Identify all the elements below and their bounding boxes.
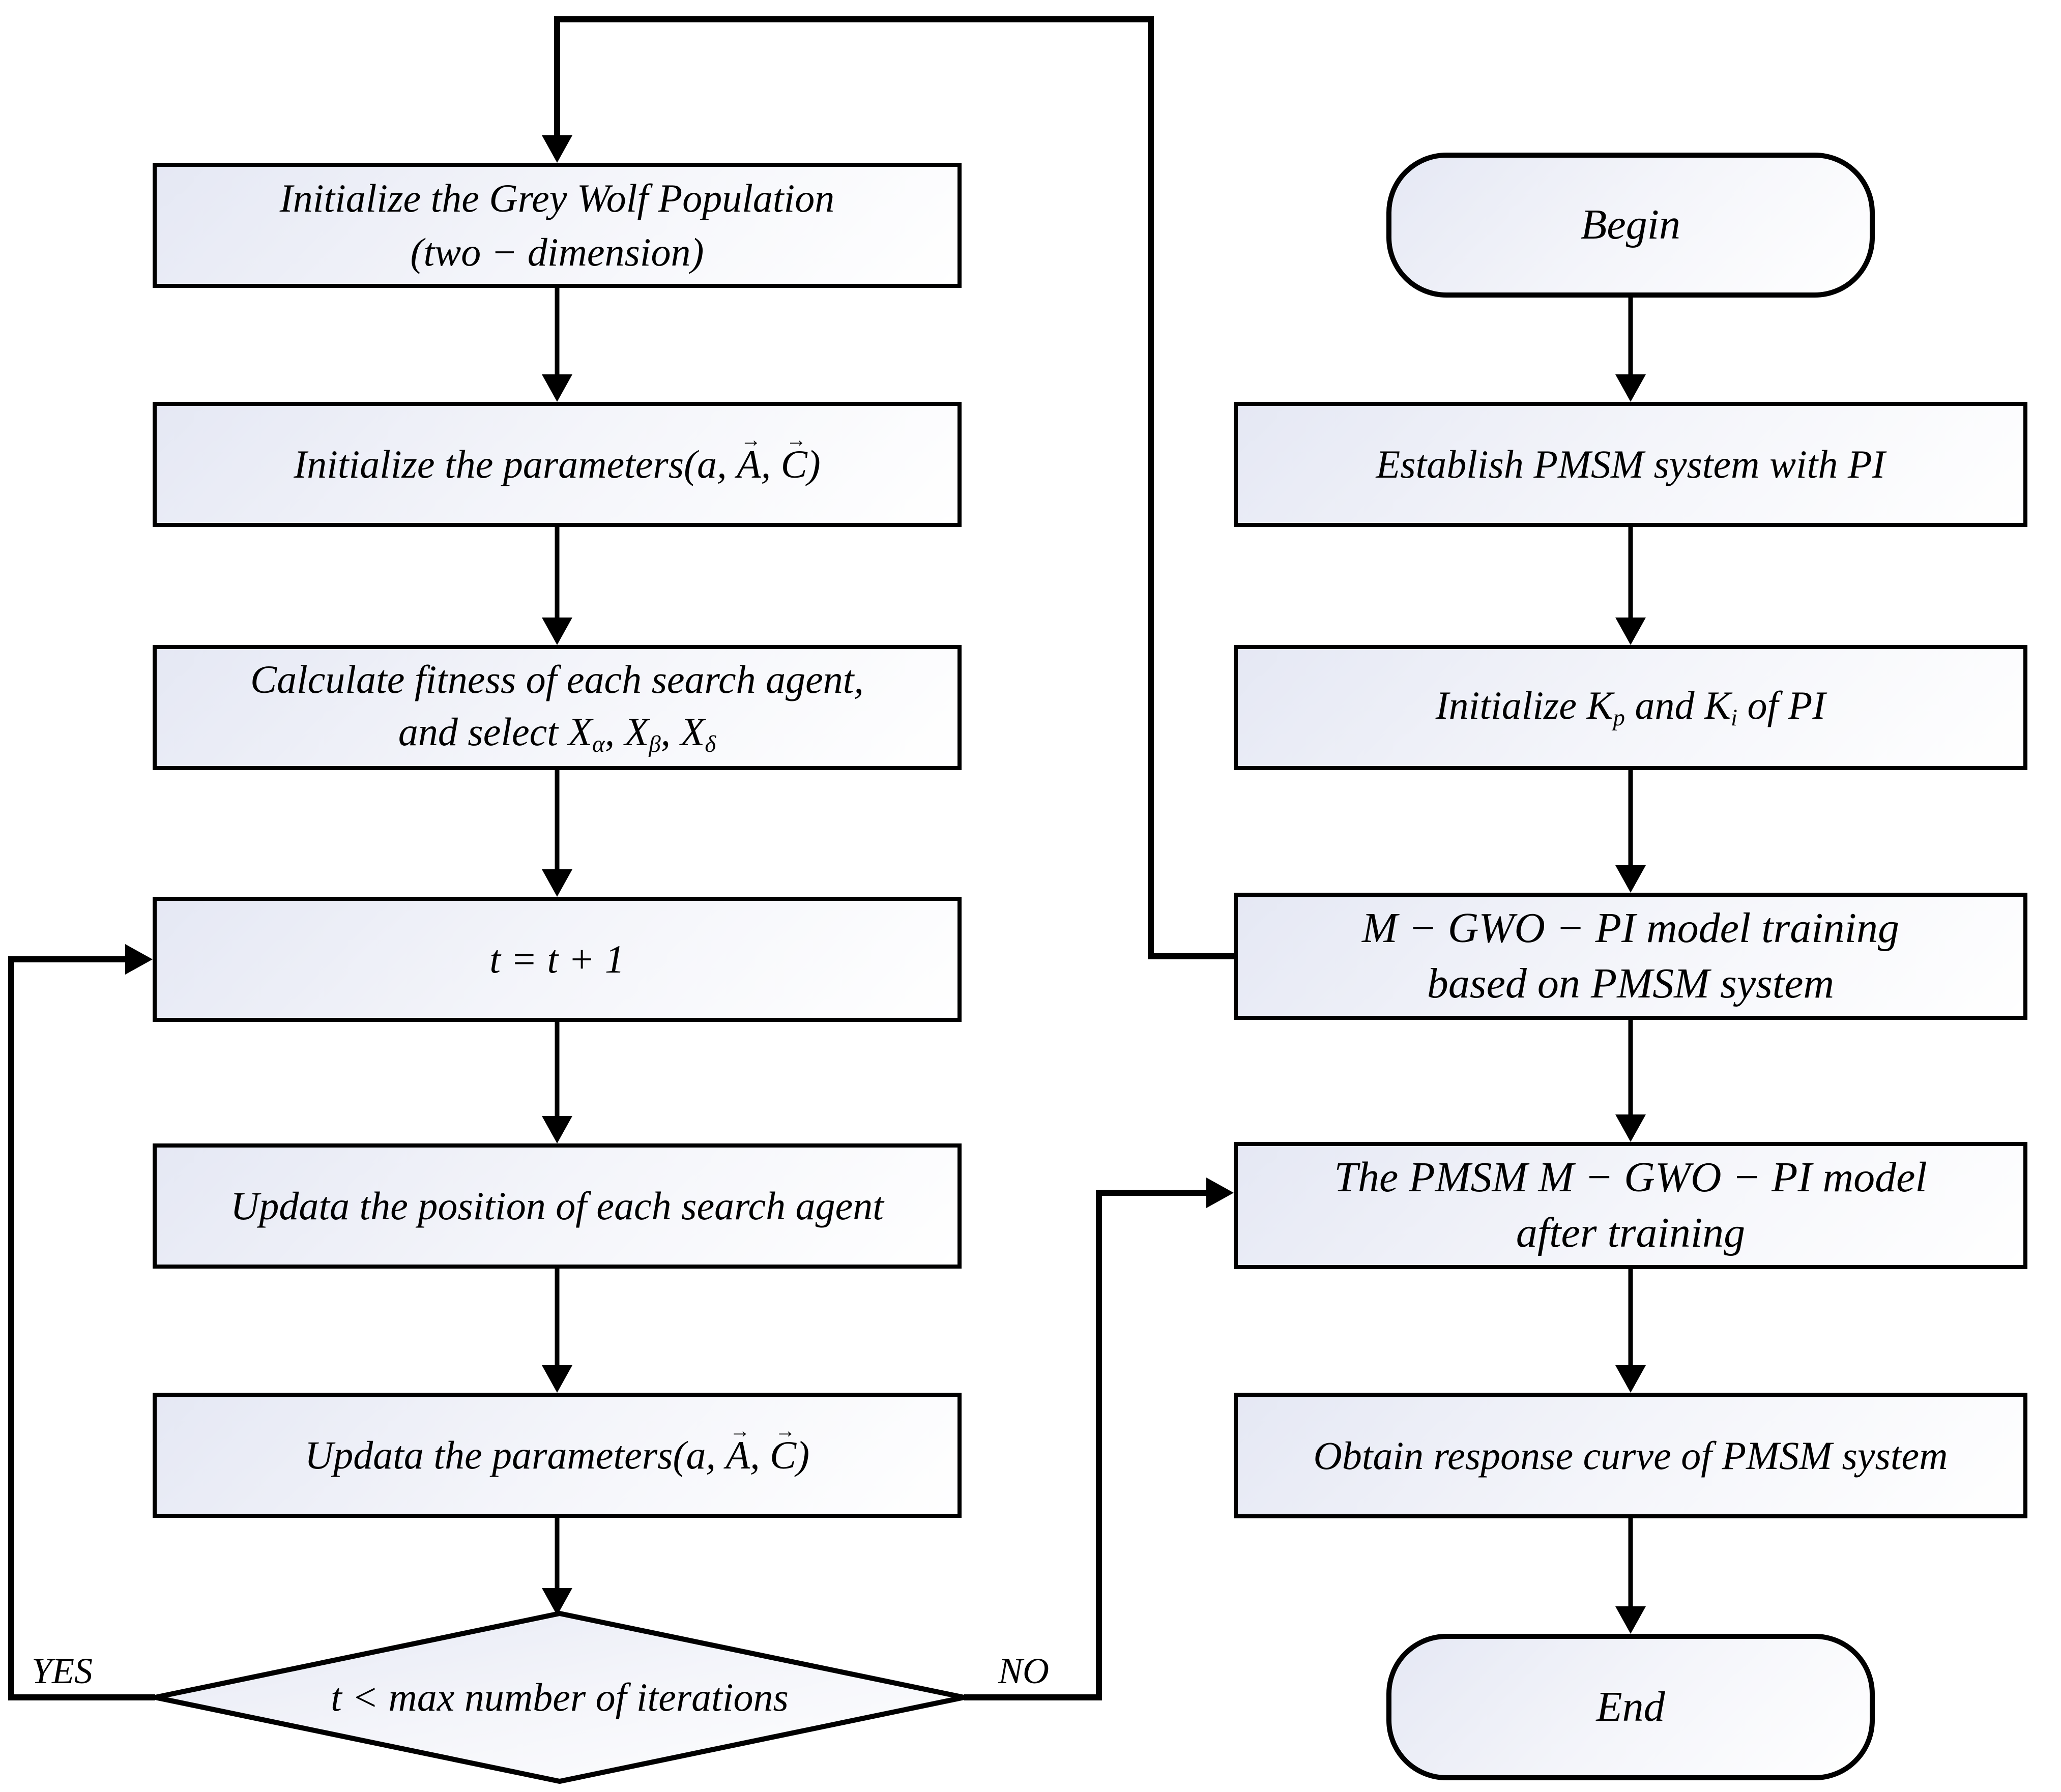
- edge-begin-r1: [1615, 298, 1646, 402]
- node-initialize-kp-ki: Initialize Kp and Ki of PI: [1234, 645, 2027, 770]
- node-t-increment: t = t + 1: [153, 897, 962, 1022]
- edge-l6-decision: [542, 1518, 572, 1615]
- node-end: End: [1386, 1634, 1875, 1780]
- edge-r4-r5: [1615, 1269, 1646, 1393]
- decision-max-iterations: t < max number of iterations: [331, 1675, 789, 1719]
- edge-l4-l5: [542, 1022, 572, 1143]
- edge-l1-l2: [542, 288, 572, 402]
- edge-yes-loop: [8, 944, 155, 1700]
- node-update-position: Updata the position of each search agent: [153, 1143, 962, 1269]
- node-establish-pmsm-system: Establish PMSM system with PI: [1234, 402, 2027, 527]
- edge-l3-l4: [542, 770, 572, 897]
- node-begin: Begin: [1386, 153, 1875, 298]
- edge-no-branch: [964, 1178, 1234, 1700]
- node-update-parameters: Updata the parameters(a, A, C): [153, 1393, 962, 1518]
- edge-r3-to-l1-loop: [542, 16, 1234, 959]
- label-no: NO: [998, 1651, 1050, 1691]
- edge-l2-l3: [542, 527, 572, 645]
- decision-diamond-shape: [154, 1610, 965, 1784]
- edge-r3-r4: [1615, 1020, 1646, 1142]
- label-yes: YES: [32, 1651, 93, 1691]
- node-calculate-fitness: Calculate fitness of each search agent,a…: [153, 645, 962, 770]
- edge-l5-l6: [542, 1269, 572, 1393]
- edge-r5-end: [1615, 1518, 1646, 1634]
- node-initialize-parameters: Initialize the parameters(a, A, C): [153, 402, 962, 527]
- node-obtain-response-curve: Obtain response curve of PMSM system: [1234, 1393, 2027, 1518]
- edge-r2-r3: [1615, 770, 1646, 893]
- node-initialize-grey-wolf-population: Initialize the Grey Wolf Population(two …: [153, 163, 962, 288]
- edge-r1-r2: [1615, 527, 1646, 645]
